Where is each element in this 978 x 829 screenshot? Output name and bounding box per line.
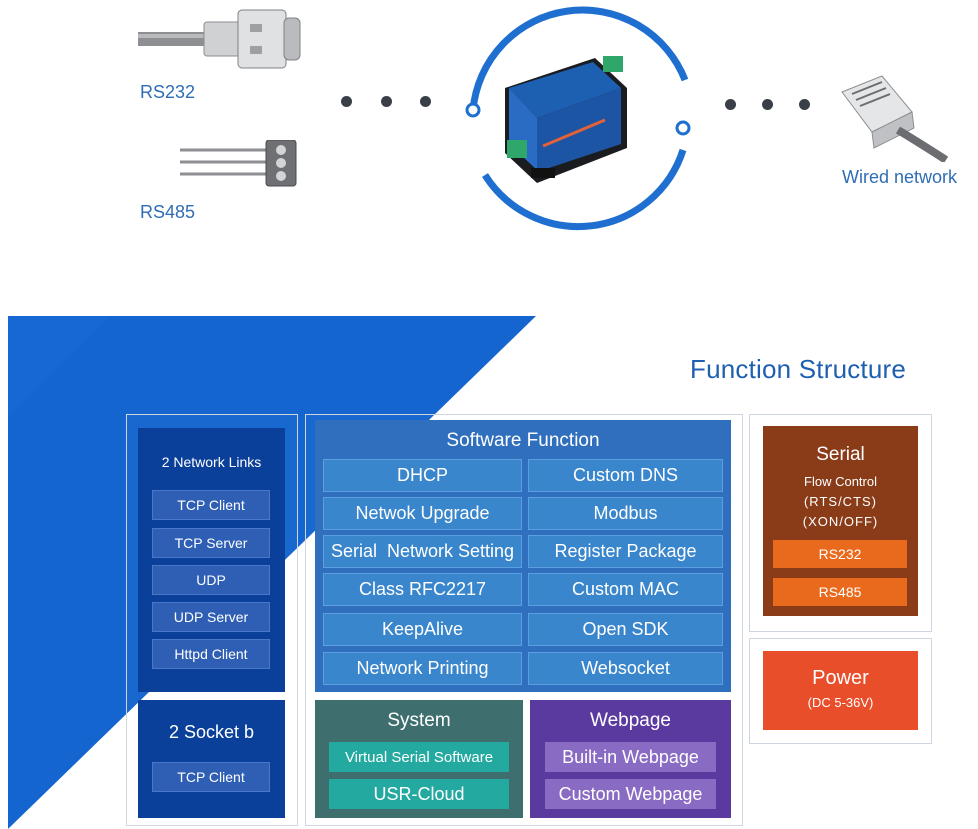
feature-custom-dns: Custom DNS xyxy=(528,459,723,492)
network-panel-outline xyxy=(126,414,298,826)
webpage-item-builtin: Built-in Webpage xyxy=(545,742,716,772)
diagram-title: Function Structure xyxy=(690,354,907,384)
webpage-title: Webpage xyxy=(590,710,671,731)
system-item-usr-cloud: USR-Cloud xyxy=(329,779,509,809)
db9-connector-icon xyxy=(138,9,301,69)
power-title: Power xyxy=(812,667,869,689)
serial-flow-control: Flow Control xyxy=(804,474,877,489)
feature-dhcp: DHCP xyxy=(323,459,522,492)
serial-panel-outline xyxy=(749,414,932,632)
system-item-virtual-serial: Virtual Serial Software xyxy=(329,742,509,772)
network-item-tcp-server: TCP Server xyxy=(152,528,270,558)
power-voltage: (DC 5-36V) xyxy=(807,695,874,710)
wired-network-label: Wired network xyxy=(842,167,958,187)
feature-class-rfc2217: Class RFC2217 xyxy=(323,573,522,606)
feature-custom-mac: Custom MAC xyxy=(528,573,723,606)
socket-item-tcp-client: TCP Client xyxy=(152,762,270,792)
serial-title: Serial xyxy=(816,444,865,465)
network-links-title: 2 Network Links xyxy=(161,454,262,470)
link-dot xyxy=(341,96,352,107)
serial-rts-cts: (RTS/CTS) xyxy=(803,494,878,509)
serial-item-rs232: RS232 xyxy=(773,540,907,568)
software-function-title: Software Function xyxy=(446,430,600,451)
software-panel-outline xyxy=(305,414,743,826)
socket-title: 2 Socket b xyxy=(168,722,255,742)
serial-xon-xoff: (XON/OFF) xyxy=(802,514,879,529)
feature-network-upgrade: Netwok Upgrade xyxy=(323,497,522,530)
system-title: System xyxy=(387,710,451,731)
link-dot xyxy=(762,99,773,110)
power-panel: Power (DC 5-36V) xyxy=(763,651,918,730)
serial-server-device-icon xyxy=(505,56,627,183)
link-dot xyxy=(381,96,392,107)
feature-serial-network-setting: Serial Network Setting xyxy=(323,535,522,568)
network-item-udp: UDP xyxy=(152,565,270,595)
power-panel-outline xyxy=(749,638,932,744)
network-item-httpd-client: Httpd Client xyxy=(152,639,270,669)
feature-websocket: Websocket xyxy=(528,652,723,685)
network-item-udp-server: UDP Server xyxy=(152,602,270,632)
ethernet-plug-icon xyxy=(841,75,948,162)
link-dot xyxy=(799,99,810,110)
rs232-label: RS232 xyxy=(140,82,196,102)
link-dot xyxy=(420,96,431,107)
device-circle xyxy=(465,6,691,231)
webpage-item-custom: Custom Webpage xyxy=(545,779,716,809)
connection-illustration: RS232 RS485 Wired n xyxy=(0,0,978,240)
network-item-tcp-client: TCP Client xyxy=(152,490,270,520)
rs485-label: RS485 xyxy=(140,202,196,222)
feature-register-package: Register Package xyxy=(528,535,723,568)
link-dot xyxy=(725,99,736,110)
serial-item-rs485: RS485 xyxy=(773,578,907,606)
feature-keepalive: KeepAlive xyxy=(323,613,522,646)
feature-modbus: Modbus xyxy=(528,497,723,530)
feature-network-printing: Network Printing xyxy=(323,652,522,685)
feature-open-sdk: Open SDK xyxy=(528,613,723,646)
socket-panel: 2 Socket b xyxy=(138,700,285,818)
terminal-block-icon xyxy=(180,140,297,187)
